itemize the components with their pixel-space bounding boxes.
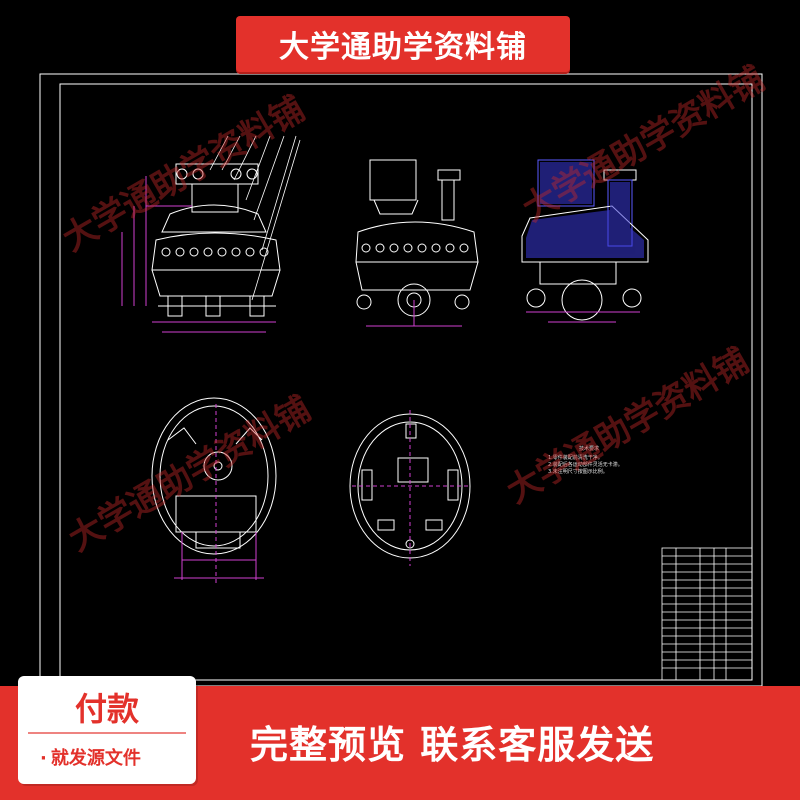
section-view-dims [526, 311, 640, 323]
inner-frame [59, 83, 753, 681]
pay-card[interactable]: 付款 就发源文件 [18, 676, 196, 784]
note-line: 1.零件装配前清洗干净。 [548, 455, 603, 461]
outer-frame [39, 73, 763, 687]
side-view-dims [366, 300, 462, 327]
front-view [151, 163, 281, 317]
front-view-leaders [209, 135, 301, 301]
banner-title: 大学通助学资料铺 [279, 30, 527, 65]
top-banner: 大学通助学资料铺 [236, 16, 570, 72]
bottom-view-dims [174, 404, 264, 584]
side-view [355, 159, 479, 317]
note-line: 3.未注明尺寸按图示比例。 [548, 469, 608, 475]
front-view-dims [121, 176, 276, 333]
pay-title: 付款 [74, 690, 139, 728]
pay-subtitle: 就发源文件 [40, 744, 141, 770]
a-view-dims [352, 410, 468, 566]
note-line: 2.装配后各运动部件灵活无卡滞。 [548, 462, 623, 468]
notes-title: 技术要求 [578, 446, 599, 452]
parts-list [661, 547, 753, 681]
section-view-fill [526, 162, 644, 258]
divider [28, 732, 186, 734]
technical-notes: 技术要求 1.零件装配前清洗干净。 2.装配后各运动部件灵活无卡滞。 3.未注明… [548, 446, 630, 476]
bottom-view [151, 397, 277, 555]
cta-text: 完整预览 联系客服发送 [250, 723, 655, 767]
